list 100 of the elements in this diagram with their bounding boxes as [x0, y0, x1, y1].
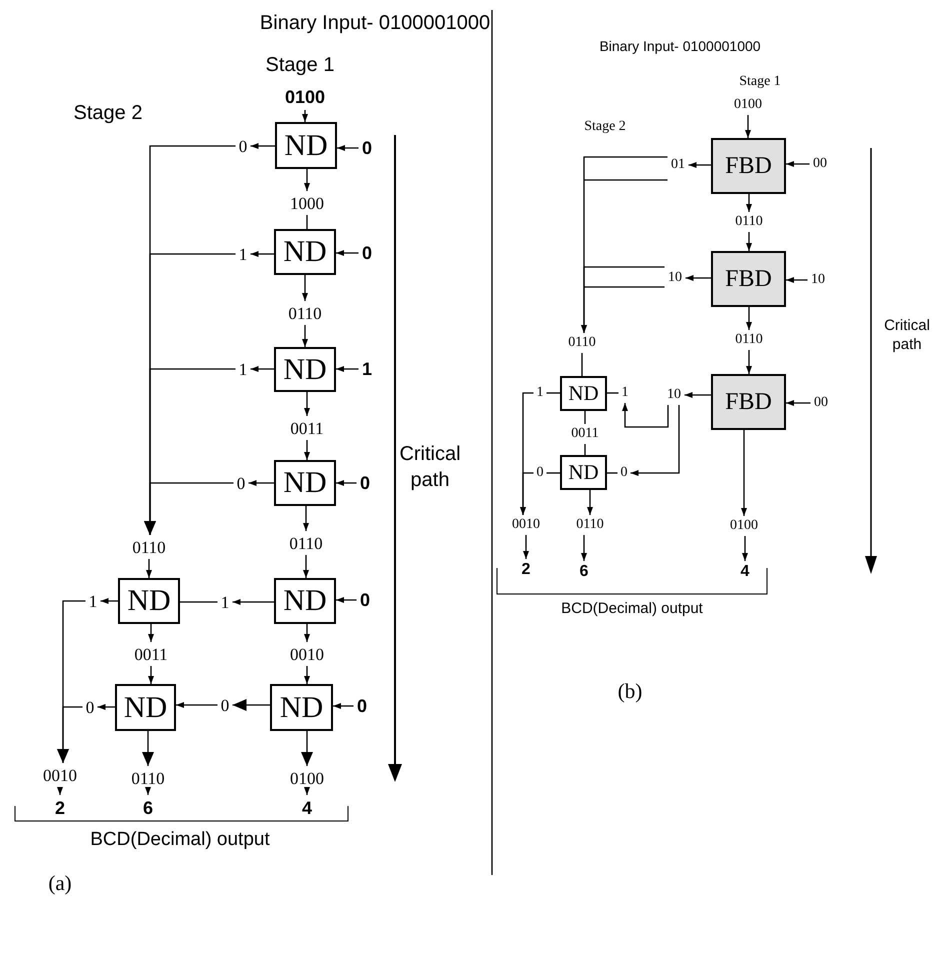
- connector-line: [546, 392, 560, 394]
- arrow: [336, 250, 358, 256]
- bit-value: 0011: [132, 644, 170, 664]
- bit-value: 00: [812, 395, 830, 411]
- arrow: [337, 145, 358, 151]
- bit-value: 0100: [284, 86, 326, 108]
- arrow: [581, 266, 666, 334]
- arrow: [688, 162, 711, 168]
- nd-block: ND: [560, 455, 607, 490]
- bit-value: 0: [238, 136, 248, 156]
- bit-value: 1: [238, 359, 248, 379]
- bit-value: 0: [220, 695, 230, 715]
- text-label: Critical path: [883, 316, 931, 354]
- bit-value: 10: [810, 272, 826, 288]
- arrow: [686, 275, 711, 281]
- fbd-block: FBD: [711, 251, 786, 307]
- arrow: [622, 403, 669, 428]
- bit-value: 0: [620, 465, 628, 481]
- arrow: [250, 366, 274, 372]
- bit-value: 1000: [288, 193, 326, 213]
- decimal-digit: 2: [520, 561, 532, 579]
- bit-value: 00: [812, 156, 828, 172]
- arrow: [523, 535, 529, 559]
- bit-value: 0: [360, 242, 374, 264]
- bit-value: 0011: [288, 418, 326, 438]
- bit-value: 0110: [287, 533, 325, 553]
- arrow: [741, 430, 747, 516]
- connector-line: [581, 353, 583, 376]
- arrow: [100, 598, 118, 604]
- arrow: [232, 599, 274, 605]
- arrow: [587, 490, 593, 515]
- arrow: [303, 555, 309, 578]
- bit-value: 1: [238, 244, 248, 264]
- arrow: [336, 366, 358, 372]
- arrow: [336, 480, 356, 486]
- arrow: [148, 624, 154, 642]
- bit-value: 6: [142, 797, 154, 819]
- text-label: BCD(Decimal) output: [89, 828, 271, 852]
- decimal-digit: 4: [740, 563, 750, 581]
- arrow: [746, 350, 752, 374]
- bit-value: 0110: [286, 303, 324, 323]
- bit-value: 0110: [129, 768, 167, 788]
- arrow: [302, 275, 308, 301]
- connector-line: [306, 215, 308, 229]
- bit-value: 0: [236, 473, 246, 493]
- nd-block: ND: [275, 122, 337, 169]
- text-label: Stage 2: [583, 118, 627, 136]
- bit-value: 0110: [733, 214, 765, 230]
- bit-value: 0: [358, 589, 372, 611]
- arrow: [248, 480, 274, 486]
- bit-value: 0: [536, 465, 544, 481]
- nd-block: ND: [115, 684, 176, 731]
- arrow: [302, 110, 308, 122]
- arrow: [98, 704, 115, 710]
- bit-value: 0011: [569, 426, 601, 442]
- arrow: [630, 405, 680, 476]
- arrow: [146, 559, 152, 578]
- arrow: [333, 703, 354, 709]
- bit-value: 0110: [733, 332, 765, 348]
- arrow: [581, 535, 587, 561]
- nd-block: ND: [274, 460, 336, 506]
- arrow: [746, 232, 752, 251]
- text-label: (b): [616, 678, 644, 705]
- nd-block: ND: [560, 376, 607, 411]
- text-label: Binary Input- 0100001000: [258, 11, 492, 36]
- bit-value: 0110: [130, 537, 168, 557]
- arrow: [250, 143, 275, 149]
- arrow: [303, 506, 309, 531]
- bit-value: 0100: [288, 768, 326, 788]
- arrow: [304, 440, 310, 460]
- arrow: [304, 392, 310, 416]
- arrow: [742, 536, 748, 561]
- arrow: [786, 277, 808, 283]
- nd-block: ND: [118, 578, 180, 624]
- fbd-block: FBD: [711, 374, 786, 430]
- arrow: [250, 251, 274, 257]
- bit-value: 0: [84, 697, 96, 717]
- arrow: [304, 624, 310, 642]
- bit-value: 0: [358, 472, 372, 494]
- bit-value: 10: [666, 270, 684, 286]
- decimal-digit: 6: [578, 563, 590, 581]
- nd-block: ND: [274, 347, 336, 392]
- bit-value: 0100: [728, 518, 760, 534]
- connector-line: [584, 444, 586, 455]
- text-label: Stage 1: [264, 53, 336, 78]
- arrow: [304, 787, 310, 795]
- arrow: [302, 325, 308, 347]
- connector-line: [546, 472, 560, 474]
- arrow: [520, 472, 534, 515]
- arrow: [786, 161, 810, 167]
- nd-block: ND: [270, 684, 333, 731]
- bit-value: 1: [620, 385, 630, 401]
- arrow: [142, 731, 154, 766]
- bit-value: 1: [536, 385, 544, 401]
- arrow: [746, 194, 752, 212]
- bit-value: 4: [300, 797, 314, 819]
- bit-value: 0110: [566, 335, 598, 351]
- arrow: [304, 169, 310, 191]
- text-label: Stage 1: [738, 73, 782, 91]
- bit-value: 0110: [574, 517, 606, 533]
